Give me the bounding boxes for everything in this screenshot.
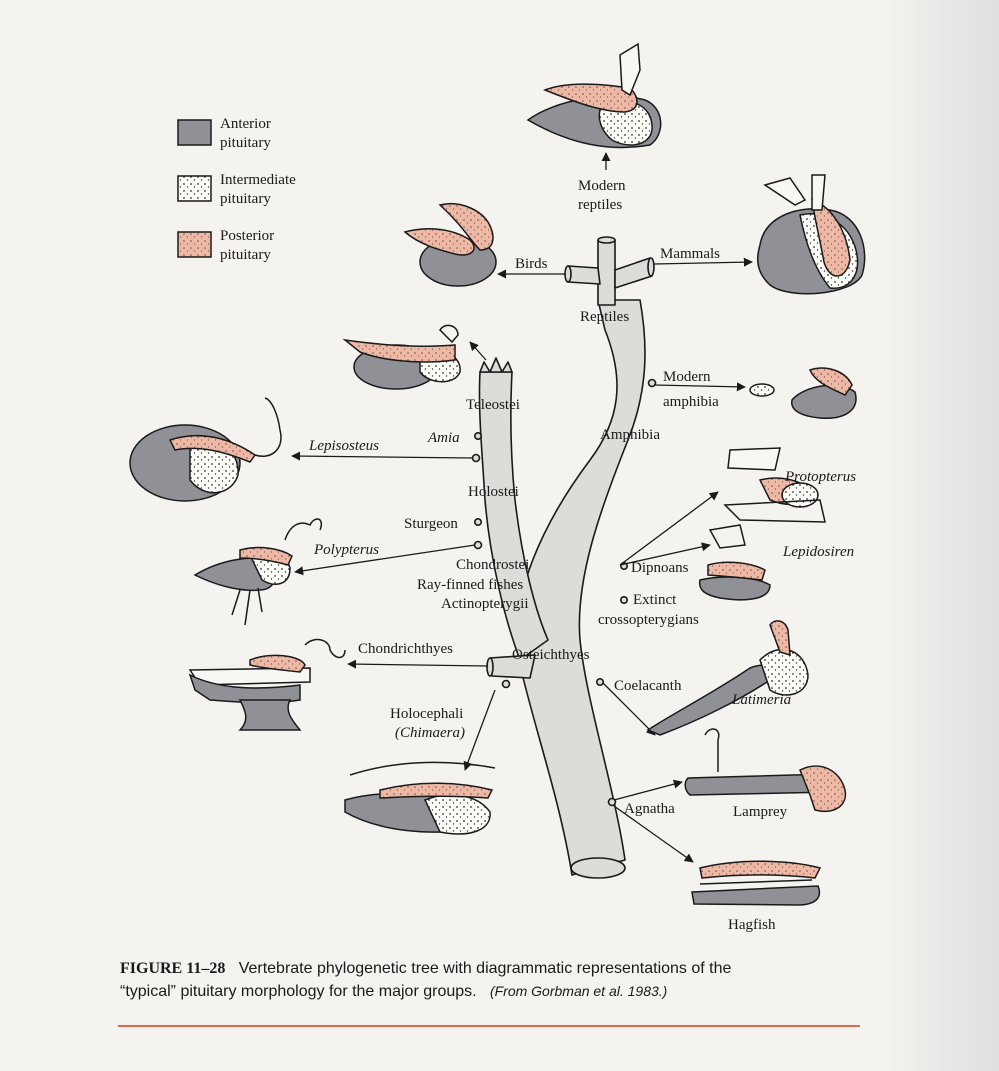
label-chondrostei: Chondrostei [456, 557, 529, 573]
pituitary-holocephali [344, 761, 496, 835]
pituitary-lepidosiren [698, 524, 771, 601]
label-coelacanth: Coelacanth [614, 678, 682, 694]
pituitary-chondrichthyes [188, 638, 346, 731]
caption-line-1: Vertebrate phylogenetic tree with diagra… [238, 960, 732, 977]
pituitary-latimeria [646, 620, 809, 736]
caption-rule [118, 1025, 860, 1027]
legend-anterior-line2: pituitary [220, 135, 271, 151]
arrows [291, 152, 753, 863]
label-amphibia: Amphibia [600, 427, 660, 443]
label-modern-reptiles-1: Modern [578, 178, 626, 194]
label-birds: Birds [515, 256, 548, 272]
label-extinct: Extinct [633, 592, 677, 608]
figure-caption: FIGURE 11–28 Vertebrate phylogenetic tre… [120, 958, 880, 1003]
pituitary-mammals [756, 174, 866, 295]
legend-intermediate-line1: Intermediate [220, 172, 296, 188]
pituitary-birds [403, 203, 497, 287]
pituitary-polypterus [193, 518, 322, 626]
phylogenetic-tree-diagram: Anterior pituitary Intermediate pituitar… [129, 42, 866, 933]
label-teleostei: Teleostei [466, 397, 520, 413]
caption-source: (From Gorbman et al. 1983.) [489, 983, 668, 999]
pituitary-teleostei [342, 324, 461, 390]
label-protopterus: Protopterus [784, 469, 856, 485]
label-lamprey: Lamprey [733, 804, 788, 820]
pituitary-lamprey [684, 728, 847, 812]
caption-line-2: “typical” pituitary morphology for the m… [120, 983, 477, 1000]
label-dipnoans: Dipnoans [631, 560, 689, 576]
tree-labels: Modern reptiles Birds Mammals Reptiles M… [308, 178, 856, 933]
label-latimeria: Latimeria [731, 692, 791, 708]
legend-swatch-anterior [177, 119, 212, 146]
label-lepisosteus: Lepisosteus [308, 438, 379, 454]
pituitary-hagfish [691, 860, 822, 906]
label-ray-finned-fishes: Ray-finned fishes [417, 577, 523, 593]
pituitary-protopterus [723, 447, 826, 523]
label-chimaera: (Chimaera) [395, 725, 465, 741]
label-modern-amphibia-1: Modern [663, 369, 711, 385]
page-edge-shadow [879, 0, 999, 1071]
legend-swatch-posterior [177, 231, 212, 258]
label-crossopterygians: crossopterygians [598, 612, 699, 628]
label-actinopterygii: Actinopterygii [441, 596, 528, 612]
label-reptiles: Reptiles [580, 309, 629, 325]
label-modern-reptiles-2: reptiles [578, 197, 622, 213]
label-osteichthyes: Osteichthyes [512, 647, 590, 663]
label-modern-amphibia-2: amphibia [663, 394, 719, 410]
label-holostei: Holostei [468, 484, 519, 500]
pituitary-modern-amphibia [749, 367, 857, 419]
label-polypterus: Polypterus [313, 542, 379, 558]
label-hagfish: Hagfish [728, 917, 776, 933]
legend-anterior-line1: Anterior [220, 116, 271, 132]
label-sturgeon: Sturgeon [404, 516, 458, 532]
label-holocephali: Holocephali [390, 706, 463, 722]
legend-posterior-line2: pituitary [220, 247, 271, 263]
pituitary-lepisosteus [129, 397, 282, 502]
pituitary-modern-reptiles [526, 42, 662, 149]
label-lepidosiren: Lepidosiren [782, 544, 854, 560]
tree-trunk [471, 236, 657, 879]
legend-intermediate-line2: pituitary [220, 191, 271, 207]
label-chondrichthyes: Chondrichthyes [358, 641, 453, 657]
label-amia: Amia [427, 430, 460, 446]
label-mammals: Mammals [660, 246, 720, 262]
figure-number: FIGURE 11–28 [120, 960, 226, 977]
label-agnatha: Agnatha [624, 801, 675, 817]
legend-swatch-intermediate [177, 175, 212, 202]
legend-posterior-line1: Posterior [220, 228, 274, 244]
legend: Anterior pituitary Intermediate pituitar… [177, 116, 296, 263]
